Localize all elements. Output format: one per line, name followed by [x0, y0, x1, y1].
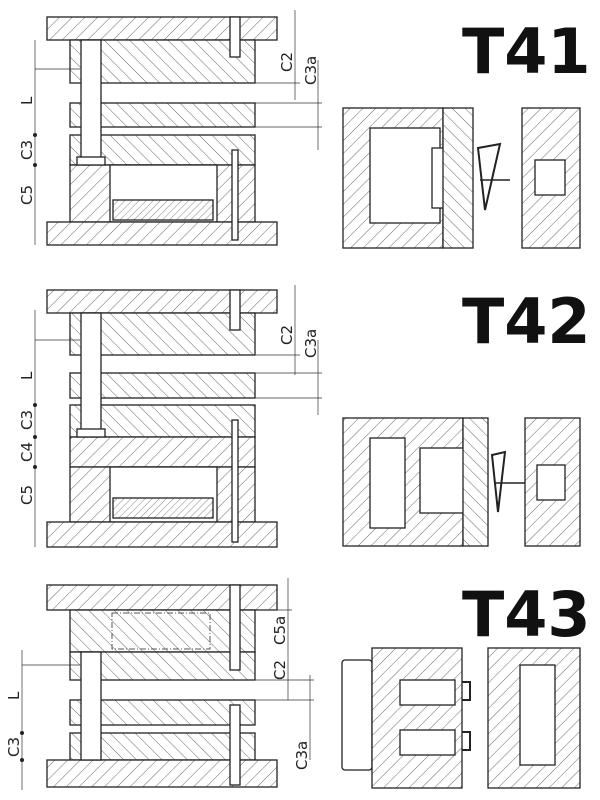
section-t42: L C3 C4 C5 C2 C3a T42: [18, 285, 591, 548]
dim-label-c3a: C3a: [293, 741, 311, 770]
detail-view-t43: [341, 647, 581, 789]
section-t43: L C3 C5a C2 C3a T43: [5, 578, 591, 790]
dimensions-t43: [20, 578, 314, 790]
dim-label-c3: C3: [18, 410, 36, 430]
dim-label-c3: C3: [18, 140, 36, 160]
dim-label-l: L: [18, 371, 36, 380]
dim-label-l: L: [5, 691, 23, 700]
dim-label-l: L: [18, 96, 36, 105]
mold-drawing-t43: [46, 584, 278, 788]
screw: [229, 16, 241, 58]
dimensions-t41: [33, 10, 322, 245]
dim-label-c4: C4: [18, 442, 36, 462]
dim-label-c2: C2: [271, 660, 289, 680]
dim-label-c3: C3: [5, 737, 23, 757]
detail-view-t42: [342, 417, 581, 547]
return-pin: [231, 149, 239, 241]
section-title-t42: T42: [462, 285, 591, 358]
dim-label-c2: C2: [278, 325, 296, 345]
dim-label-c5: C5: [18, 185, 36, 205]
section-t41: L C3 C5 C2 C3a T41: [18, 10, 591, 249]
dim-label-c5: C5: [18, 485, 36, 505]
mold-drawing-t42: [46, 289, 278, 548]
dim-label-c5a: C5a: [271, 616, 289, 645]
section-title-t41: T41: [462, 15, 591, 88]
dim-label-c3a: C3a: [302, 56, 320, 85]
dimensions-t42: [33, 285, 322, 547]
detail-view-t41: [342, 107, 581, 249]
section-title-t43: T43: [462, 578, 591, 651]
dim-label-c3a: C3a: [302, 329, 320, 358]
dim-label-c2: C2: [278, 52, 296, 72]
mold-drawing-t41: [46, 16, 278, 246]
guide-pillar: [80, 39, 102, 163]
